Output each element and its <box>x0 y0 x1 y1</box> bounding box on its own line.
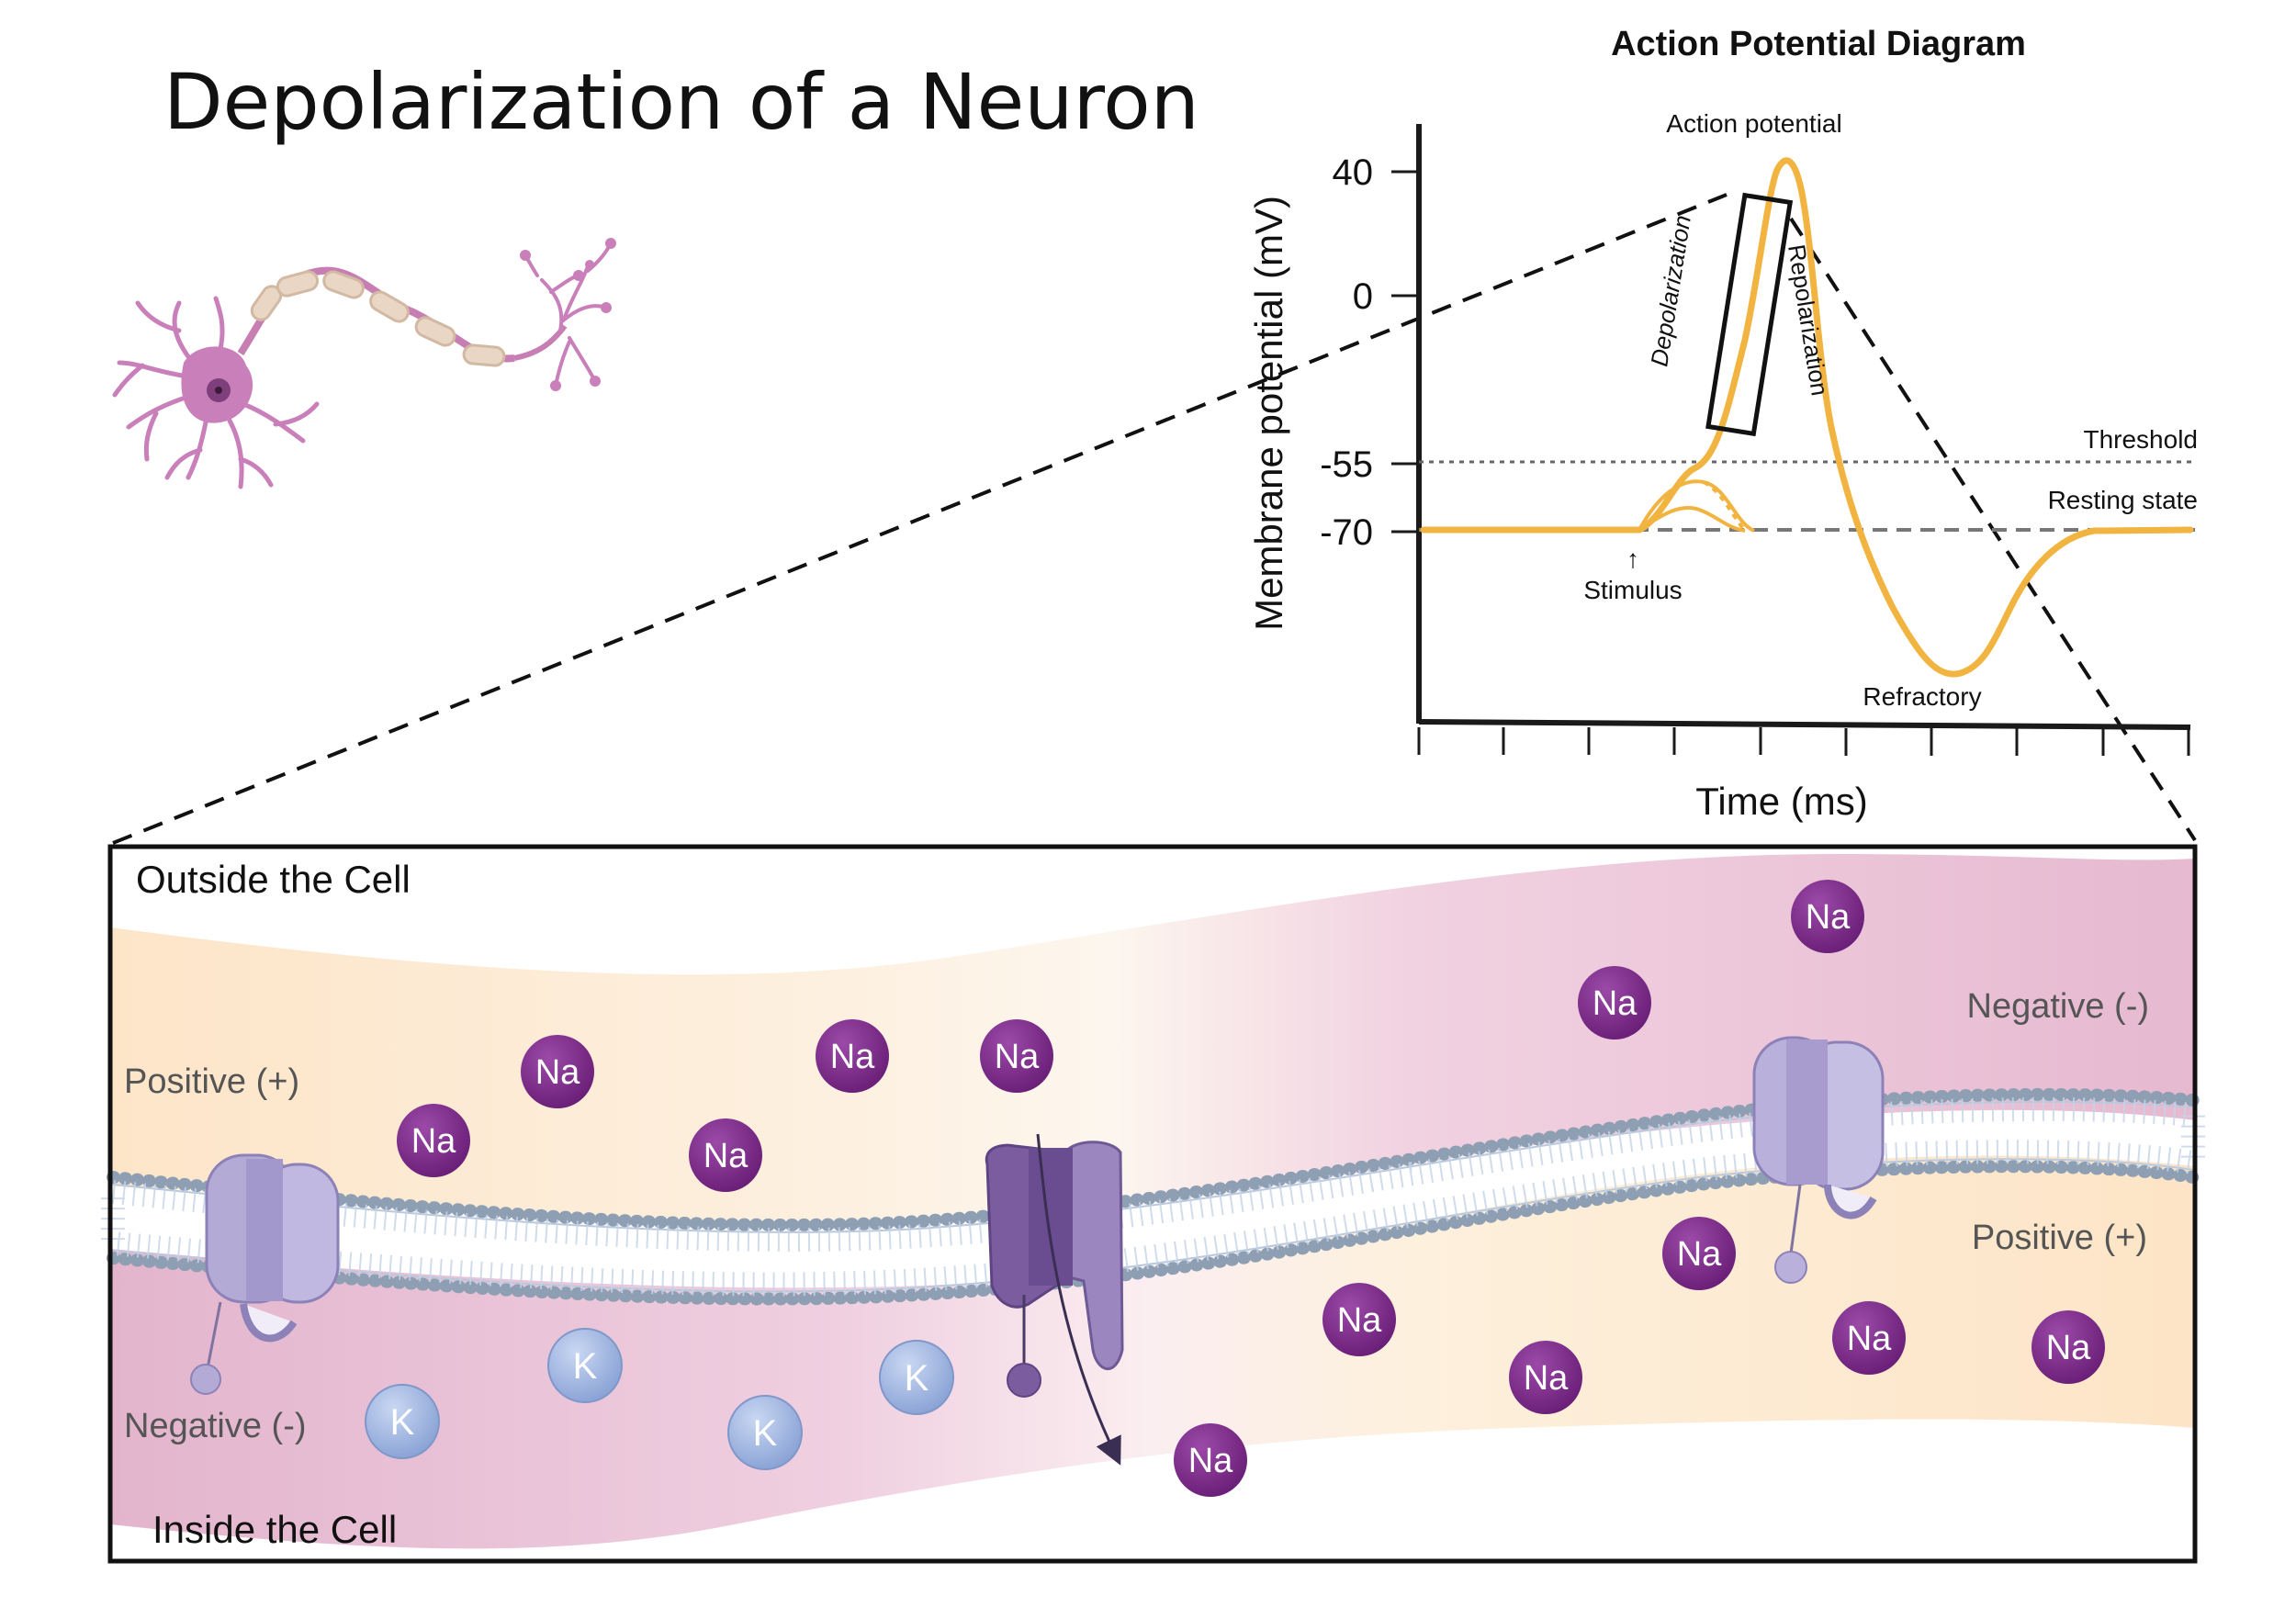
k-ion-label: K <box>905 1358 929 1399</box>
sodium-channel-closed-left <box>190 1153 340 1395</box>
label-resting-state: Resting state <box>2048 486 2198 514</box>
sodium-channel-closed-right <box>1752 1036 1885 1284</box>
na-ion-label: Na <box>1337 1301 1382 1340</box>
na-ion-label: Na <box>1188 1442 1233 1480</box>
depolarization-box <box>1705 192 1794 437</box>
label-left-positive: Positive (+) <box>124 1062 299 1101</box>
y-axis-label: Membrane potential (mV) <box>1247 196 1290 631</box>
na-ion-label: Na <box>1677 1235 1722 1274</box>
membrane-panel: Na Na Na Na Na Na Na Na Na Na Na Na Na K… <box>101 844 2205 1564</box>
label-inside-cell: Inside the Cell <box>152 1508 397 1551</box>
label-repolarization: Repolarization <box>1783 242 1834 398</box>
action-potential-curve <box>1420 157 2194 678</box>
na-ion-label: Na <box>995 1038 1040 1076</box>
label-action-potential: Action potential <box>1666 109 1841 138</box>
na-ion-label: Na <box>830 1038 875 1076</box>
label-depolarization: Depolarization <box>1645 213 1696 368</box>
label-left-negative: Negative (-) <box>124 1407 307 1445</box>
k-ion-label: K <box>573 1346 598 1387</box>
label-refractory: Refractory <box>1863 682 1981 711</box>
neuron-illustration <box>112 238 616 489</box>
label-right-positive: Positive (+) <box>1972 1219 2147 1257</box>
x-ticks <box>1417 727 2190 756</box>
na-ion-label: Na <box>2046 1329 2091 1367</box>
y-tick-0: 0 <box>1353 276 1373 317</box>
k-ion-label: K <box>390 1402 415 1443</box>
na-ion-label: Na <box>1593 984 1638 1023</box>
graph-title: Action Potential Diagram <box>1611 25 2026 63</box>
na-ion-label: Na <box>703 1137 748 1175</box>
potassium-ions: K K K K <box>365 1328 954 1470</box>
action-potential-graph: Action Potential Diagram 40 0 -55 <box>1247 25 2198 823</box>
na-ion-label: Na <box>535 1053 580 1092</box>
label-outside-cell: Outside the Cell <box>136 858 411 901</box>
page-title: Depolarization of a Neuron <box>163 57 1199 147</box>
na-ion-label: Na <box>1847 1320 1892 1358</box>
x-axis <box>1418 719 2191 730</box>
y-tick-minus-55: -55 <box>1320 444 1373 485</box>
na-ion-label: Na <box>1524 1359 1569 1398</box>
y-tick-40: 40 <box>1333 152 1374 193</box>
sodium-ions: Na Na Na Na Na Na Na Na Na Na Na Na Na <box>397 880 2105 1497</box>
k-ion-label: K <box>753 1413 778 1454</box>
zoom-guide-lines <box>112 193 2197 845</box>
label-stimulus: Stimulus <box>1583 576 1682 604</box>
cell-membrane <box>101 1087 2205 1306</box>
x-axis-label: Time (ms) <box>1695 780 1867 823</box>
na-ion-label: Na <box>1806 898 1851 937</box>
membrane-panel-border <box>107 844 2198 1564</box>
y-tick-minus-70: -70 <box>1320 512 1373 553</box>
na-ion-label: Na <box>411 1122 456 1161</box>
sodium-channel-open <box>985 1133 1124 1466</box>
label-right-negative: Negative (-) <box>1967 987 2150 1026</box>
label-threshold: Threshold <box>2083 425 2198 454</box>
stimulus-arrow-icon: ↑ <box>1626 545 1639 573</box>
